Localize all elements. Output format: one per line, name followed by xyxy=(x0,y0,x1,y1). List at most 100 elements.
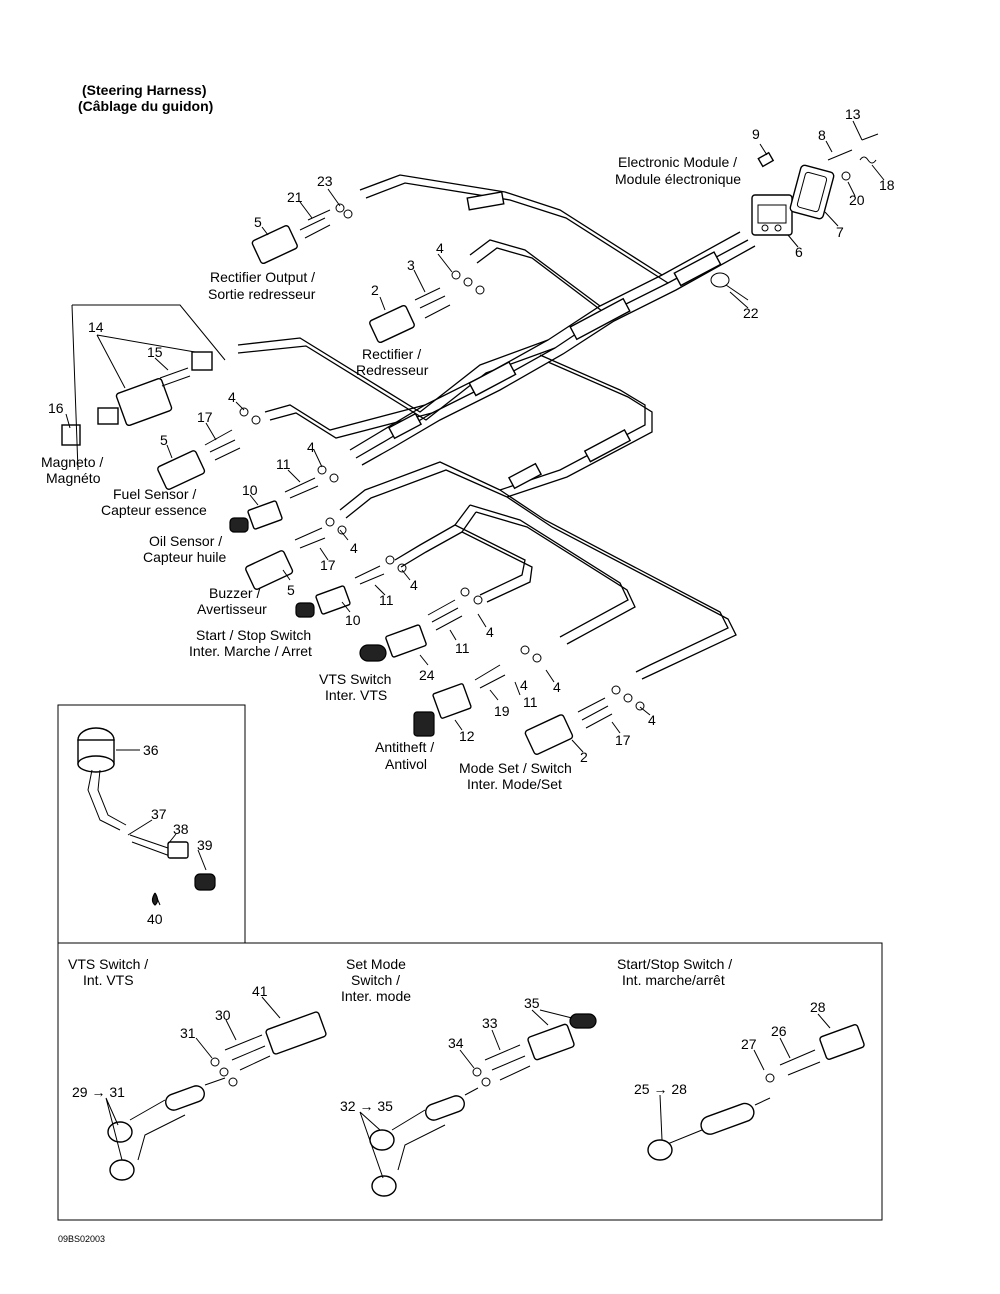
callout: 37 xyxy=(151,806,167,822)
callout: 17 xyxy=(320,557,336,573)
label-vts-switch-1: VTS Switch xyxy=(319,671,391,687)
callout: 4 xyxy=(307,439,315,455)
callout: 4 xyxy=(410,577,418,593)
callout: 4 xyxy=(648,712,656,728)
part-callouts: 2 2 3 4 4 4 4 4 4 4 4 4 5 5 5 6 7 8 9 10… xyxy=(48,106,895,1052)
callout: 38 xyxy=(173,821,189,837)
callout: 5 xyxy=(254,214,262,230)
callout: 23 xyxy=(317,173,333,189)
callout: 17 xyxy=(615,732,631,748)
label-mode-set-1: Mode Set / Switch xyxy=(459,760,572,776)
callout: 30 xyxy=(215,1007,231,1023)
label-detail-set-mode-1: Set Mode xyxy=(346,956,406,972)
callout: 4 xyxy=(436,240,444,256)
vts-switch-connector xyxy=(359,587,483,662)
label-electronic-module-1: Electronic Module / xyxy=(618,154,737,170)
label-start-stop-1: Start / Stop Switch xyxy=(196,627,311,643)
callout: 26 xyxy=(771,1023,787,1039)
callout: 17 xyxy=(197,409,213,425)
callout: 15 xyxy=(147,344,163,360)
callout: 34 xyxy=(448,1035,464,1051)
label-rectifier-1: Rectifier / xyxy=(362,346,421,362)
label-vts-switch-2: Inter. VTS xyxy=(325,687,387,703)
callout: 4 xyxy=(553,679,561,695)
label-detail-vts-1: VTS Switch / xyxy=(68,956,148,972)
electronic-module-group xyxy=(751,133,879,236)
label-magneto-2: Magnéto xyxy=(46,470,101,486)
rectifier-output-connector xyxy=(251,203,353,265)
callout: 11 xyxy=(455,640,470,656)
label-fuel-sensor-1: Fuel Sensor / xyxy=(113,486,196,502)
buzzer-connector xyxy=(245,517,347,590)
callout: 10 xyxy=(242,482,258,498)
callout: 5 xyxy=(160,432,168,448)
callout: 11 xyxy=(276,456,291,472)
callout: 4 xyxy=(520,677,528,693)
diagram-title-line-2: (Câblage du guidon) xyxy=(78,98,213,114)
callout: 7 xyxy=(836,224,844,240)
label-antitheft-2: Antivol xyxy=(385,756,427,772)
callout: 35 xyxy=(524,995,540,1011)
label-start-stop-2: Inter. Marche / Arret xyxy=(189,643,312,659)
leader-lines xyxy=(65,120,885,1179)
callout: 36 xyxy=(143,742,159,758)
antitheft-connector xyxy=(413,645,542,737)
component-labels: Electronic Module / Module électronique … xyxy=(41,154,741,1004)
label-rectifier-output-2: Sortie redresseur xyxy=(208,286,316,302)
callout: 18 xyxy=(879,177,895,193)
callout: 8 xyxy=(818,127,826,143)
label-rectifier-2: Redresseur xyxy=(356,362,429,378)
callout: 40 xyxy=(147,911,163,927)
magneto-connector xyxy=(61,304,226,471)
callout: 11 xyxy=(379,592,394,608)
label-detail-set-mode-3: Inter. mode xyxy=(341,988,411,1004)
range-callout-32-35: 32 → 35 xyxy=(340,1098,393,1114)
label-detail-start-stop-2: Int. marche/arrêt xyxy=(622,972,725,988)
callout: 27 xyxy=(741,1036,757,1052)
label-rectifier-output-1: Rectifier Output / xyxy=(210,269,315,285)
switch-detail-frame xyxy=(57,942,883,1221)
start-stop-detail-sketch xyxy=(647,1024,865,1161)
range-callout-29-31: 29 → 31 xyxy=(72,1084,125,1100)
label-oil-sensor-2: Capteur huile xyxy=(143,549,226,565)
callout: 24 xyxy=(419,667,435,683)
diagram-title-line-1: (Steering Harness) xyxy=(82,82,206,98)
label-mode-set-2: Inter. Mode/Set xyxy=(467,776,562,792)
label-detail-set-mode-2: Switch / xyxy=(351,972,400,988)
label-electronic-module-2: Module électronique xyxy=(615,171,741,187)
callout: 21 xyxy=(287,189,303,205)
callout: 4 xyxy=(486,624,494,640)
vts-switch-detail-sketch xyxy=(107,1011,327,1181)
label-oil-sensor-1: Oil Sensor / xyxy=(149,533,222,549)
callout: 28 xyxy=(810,999,826,1015)
callout: 39 xyxy=(197,837,213,853)
callout: 9 xyxy=(752,126,760,142)
mode-set-connector xyxy=(524,685,645,755)
callout: 19 xyxy=(494,703,510,719)
callout: 33 xyxy=(482,1015,498,1031)
callout: 2 xyxy=(371,282,379,298)
callout: 41 xyxy=(252,983,268,999)
oil-sensor-sketch xyxy=(77,727,216,906)
rectifier-connector xyxy=(369,270,485,344)
label-detail-start-stop-1: Start/Stop Switch / xyxy=(617,956,732,972)
callout: 20 xyxy=(849,192,865,208)
start-stop-connector xyxy=(295,555,407,618)
callout: 4 xyxy=(228,389,236,405)
label-buzzer-2: Avertisseur xyxy=(197,601,267,617)
drawing-code: 09BS02003 xyxy=(58,1234,105,1244)
oil-sensor-connector xyxy=(229,465,339,533)
callout: 6 xyxy=(795,244,803,260)
callout: 12 xyxy=(459,728,475,744)
callout: 31 xyxy=(180,1025,196,1041)
fuel-sensor-connector xyxy=(157,407,261,490)
callout: 10 xyxy=(345,612,361,628)
set-mode-detail-sketch xyxy=(369,1013,597,1197)
label-buzzer-1: Buzzer / xyxy=(209,585,260,601)
label-detail-vts-2: Int. VTS xyxy=(83,972,134,988)
label-magneto-1: Magneto / xyxy=(41,454,103,470)
range-callouts: 29 → 31 32 → 35 25 → 28 xyxy=(72,1081,687,1114)
callout: 13 xyxy=(845,106,861,122)
callout: 11 xyxy=(523,694,538,710)
